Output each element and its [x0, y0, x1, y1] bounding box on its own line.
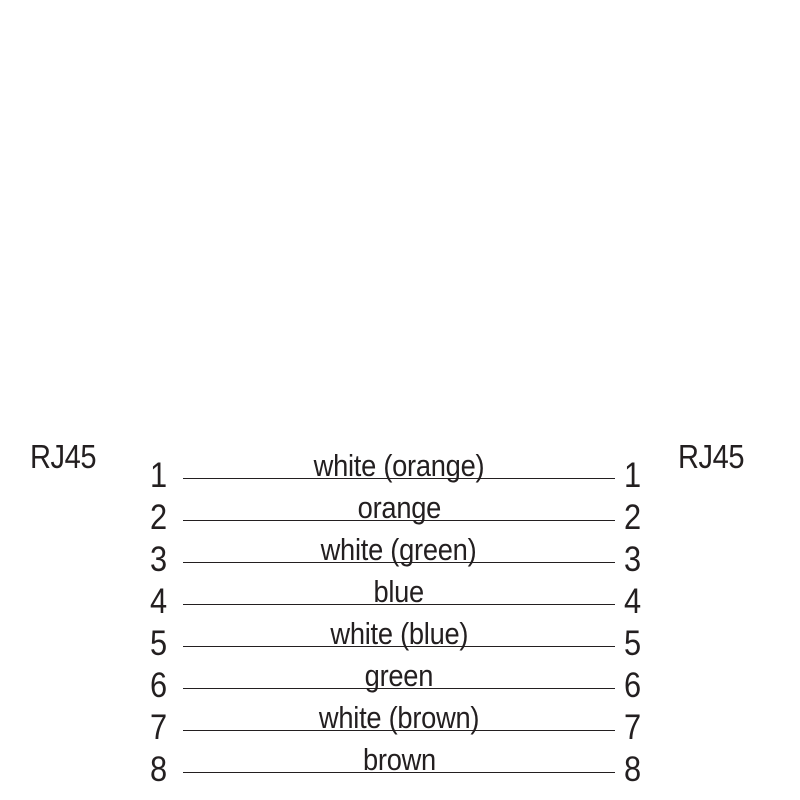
- wire-line: [183, 771, 615, 773]
- right-pin-number: 1: [624, 456, 642, 495]
- wire-row-1: 1 white (orange) 1: [0, 437, 800, 493]
- right-pin-number: 4: [624, 582, 642, 621]
- wire-row-3: 3 white (green) 3: [0, 521, 800, 577]
- wire-color-label: white (orange): [313, 448, 485, 483]
- left-pin-number: 6: [150, 666, 168, 705]
- wire-line: [183, 729, 615, 731]
- wire-row-5: 5 white (blue) 5: [0, 605, 800, 661]
- wire-line: [183, 477, 615, 479]
- right-pin-number: 2: [624, 498, 642, 537]
- right-pin-number: 7: [624, 708, 642, 747]
- left-connector-label: RJ45: [30, 438, 97, 475]
- wire-line: [183, 561, 615, 563]
- wire-row-8: 8 brown 8: [0, 731, 800, 787]
- right-pin-number: 6: [624, 666, 642, 705]
- wire-color-label: green: [364, 658, 434, 693]
- wire-color-label: white (blue): [330, 616, 468, 651]
- right-connector-label: RJ45: [678, 438, 745, 475]
- wire-line: [183, 687, 615, 689]
- wire-color-label: brown: [362, 742, 436, 777]
- wire-row-2: 2 orange 2: [0, 479, 800, 535]
- wire-row-4: 4 blue 4: [0, 563, 800, 619]
- left-pin-number: 5: [150, 624, 168, 663]
- left-pin-number: 8: [150, 750, 168, 789]
- right-pin-number: 5: [624, 624, 642, 663]
- left-pin-number: 1: [150, 456, 168, 495]
- wire-line: [183, 603, 615, 605]
- wire-color-label: white (brown): [318, 700, 480, 735]
- left-pin-number: 2: [150, 498, 168, 537]
- left-pin-number: 4: [150, 582, 168, 621]
- wire-row-7: 7 white (brown) 7: [0, 689, 800, 745]
- left-pin-number: 7: [150, 708, 168, 747]
- wire-color-label: white (green): [321, 532, 477, 567]
- wire-line: [183, 519, 615, 521]
- wire-color-label: blue: [373, 574, 425, 609]
- wire-color-label: orange: [357, 490, 441, 525]
- right-pin-number: 3: [624, 540, 642, 579]
- right-pin-number: 8: [624, 750, 642, 789]
- wire-row-6: 6 green 6: [0, 647, 800, 703]
- wire-line: [183, 645, 615, 647]
- left-pin-number: 3: [150, 540, 168, 579]
